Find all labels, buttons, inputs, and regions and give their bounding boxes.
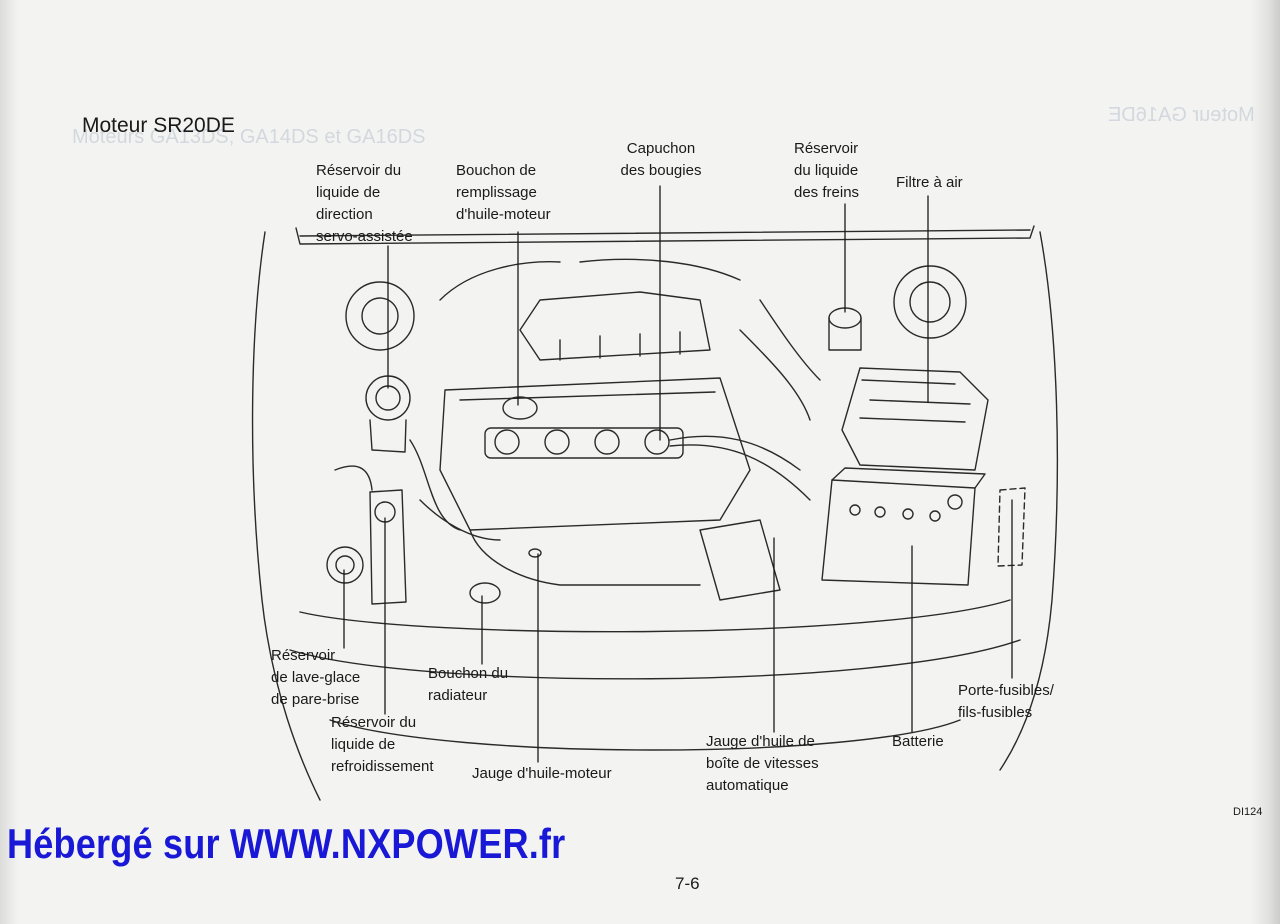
watermark-banner: Hébergé sur WWW.NXPOWER.fr bbox=[7, 820, 566, 867]
spark-plug-cap-1 bbox=[494, 429, 520, 455]
spark-plug-cap-4 bbox=[644, 429, 670, 455]
label-at-dipstick: Jauge d'huile de boîte de vitesses autom… bbox=[706, 733, 819, 794]
coolant-reservoir bbox=[369, 489, 407, 605]
label-brake-fluid-reservoir: Réservoir du liquide des freins bbox=[794, 140, 860, 201]
label-battery: Batterie bbox=[892, 733, 944, 750]
radiator-cap bbox=[469, 582, 501, 604]
label-spark-plug-caps: Capuchon des bougies bbox=[620, 140, 702, 179]
right-strut-tower bbox=[893, 265, 967, 339]
page-binding-shadow bbox=[0, 0, 18, 924]
spark-plug-cap-3 bbox=[594, 429, 620, 455]
engine-block bbox=[439, 258, 781, 601]
page-edge-shadow bbox=[1250, 0, 1280, 924]
spark-plug-cap-2 bbox=[544, 429, 570, 455]
figure-reference: DI124 bbox=[1233, 806, 1263, 818]
label-washer-reservoir: Réservoir de lave-glace de pare-brise bbox=[271, 647, 361, 708]
brake-fluid-reservoir bbox=[828, 307, 862, 351]
battery bbox=[821, 467, 986, 586]
label-radiator-cap: Bouchon du radiateur bbox=[428, 665, 509, 704]
engine-bay-outline bbox=[251, 225, 1059, 801]
label-oil-filler-cap: Bouchon de remplissage d'huile-moteur bbox=[456, 162, 551, 223]
label-coolant-reservoir: Réservoir du liquide de refroidissement bbox=[331, 714, 434, 775]
bleed-through-title: Moteurs GA13DS, GA14DS et GA16DS bbox=[72, 126, 426, 148]
leader-lines bbox=[343, 185, 1013, 763]
label-fuse-box: Porte-fusibles/ fils-fusibles bbox=[958, 682, 1054, 721]
page-number: 7-6 bbox=[675, 874, 700, 893]
oil-filler-cap bbox=[502, 396, 538, 420]
page-title: Moteur SR20DE bbox=[82, 114, 235, 137]
label-air-filter: Filtre à air bbox=[896, 174, 963, 191]
washer-reservoir bbox=[326, 546, 364, 584]
fuse-box bbox=[997, 487, 1026, 567]
left-strut-tower bbox=[345, 281, 415, 351]
oil-dipstick-handle bbox=[528, 548, 542, 558]
air-filter-box bbox=[841, 367, 989, 471]
label-oil-dipstick: Jauge d'huile-moteur bbox=[472, 765, 612, 782]
label-power-steering-reservoir: Réservoir du liquide de direction servo-… bbox=[316, 162, 413, 245]
